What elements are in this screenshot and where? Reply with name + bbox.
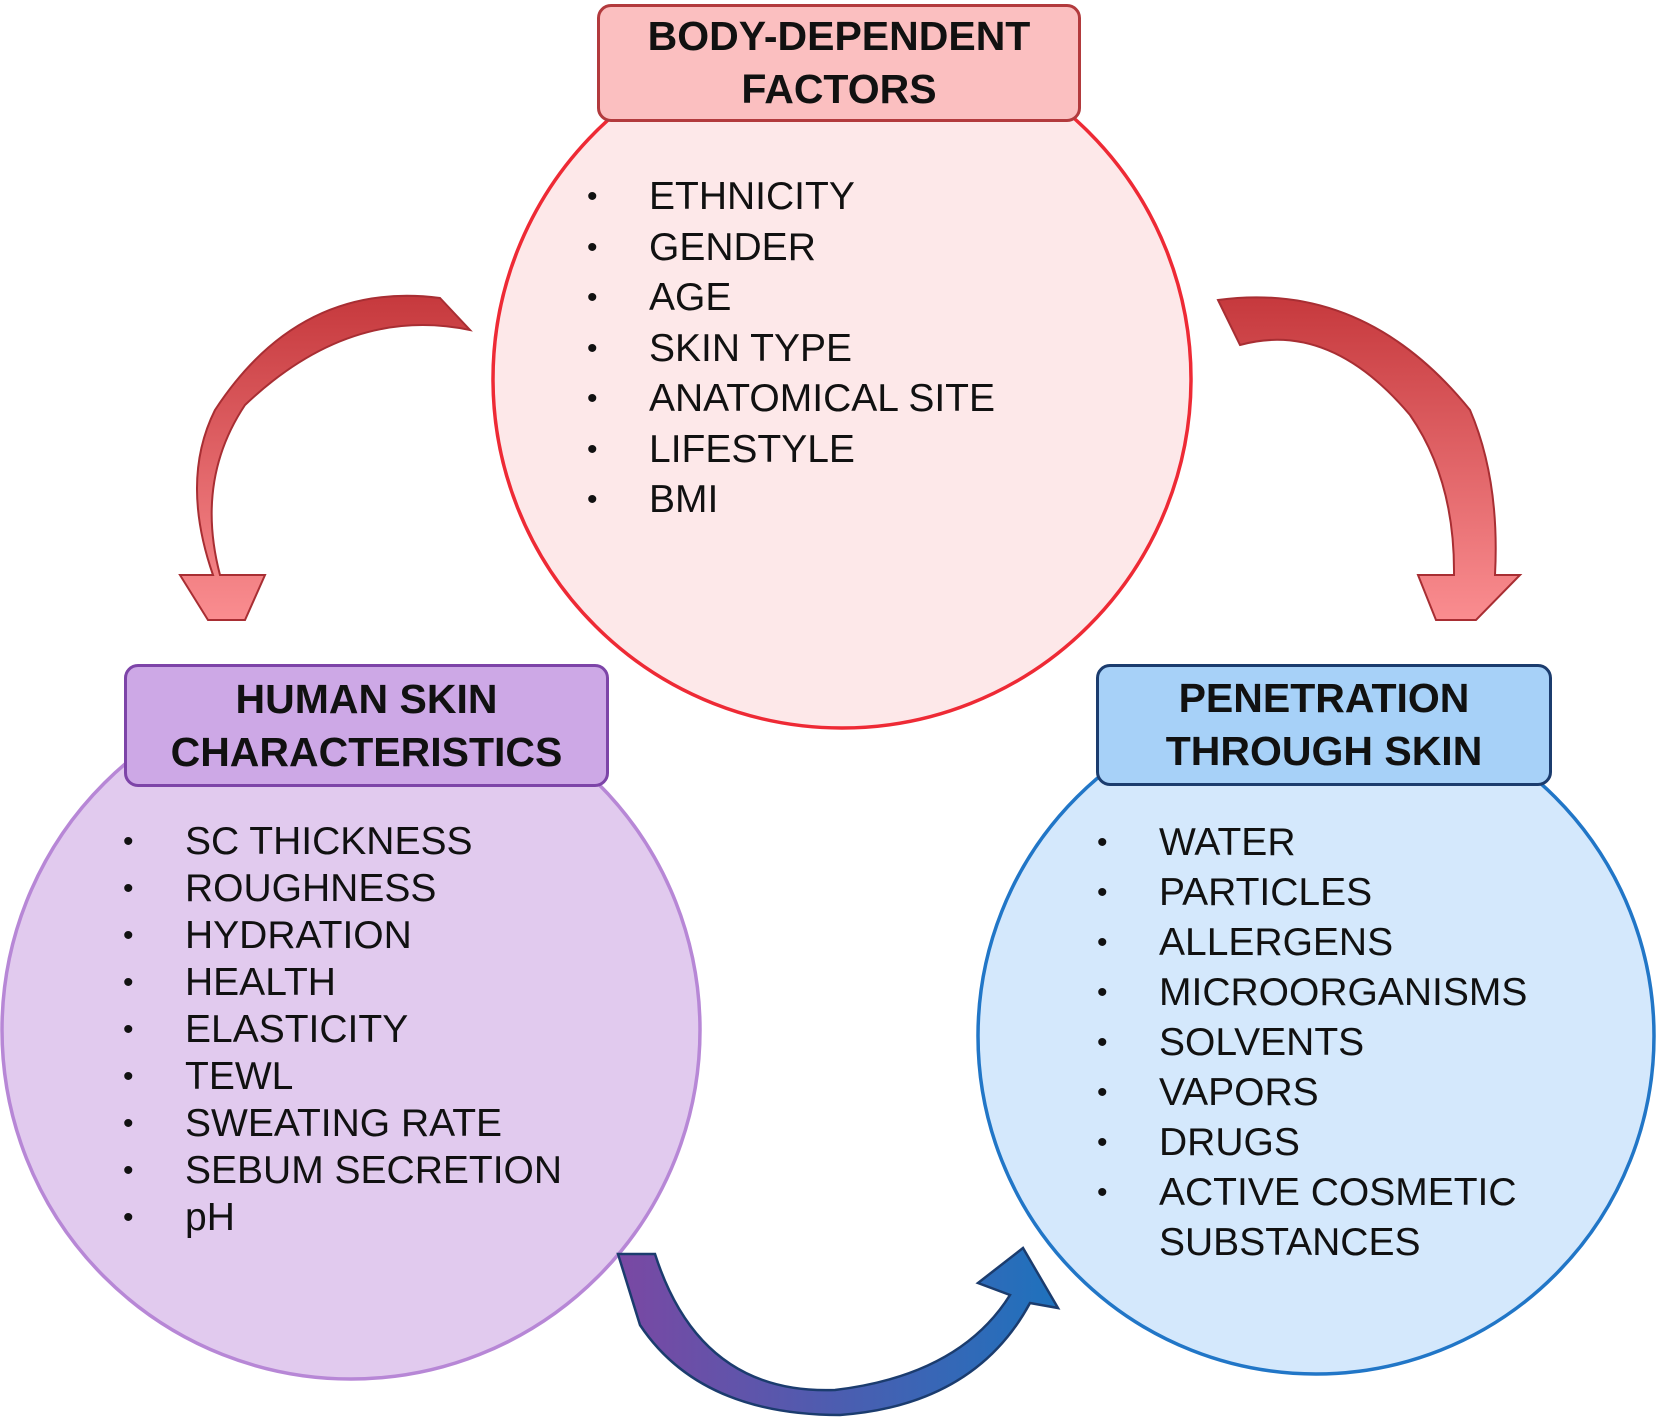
body-factors-title: BODY-DEPENDENT FACTORS	[597, 4, 1081, 122]
body-factors-list: ETHNICITY GENDER AGE SKIN TYPE ANATOMICA…	[587, 172, 995, 526]
list-item: PARTICLES	[1097, 868, 1539, 918]
skin-characteristics-list: SC THICKNESS ROUGHNESS HYDRATION HEALTH …	[123, 818, 562, 1241]
list-item: ANATOMICAL SITE	[587, 374, 995, 425]
title-line: PENETRATION	[1178, 675, 1470, 721]
skin-characteristics-title: HUMAN SKIN CHARACTERISTICS	[124, 664, 609, 787]
list-item: BMI	[587, 475, 995, 526]
list-item: SC THICKNESS	[123, 818, 562, 865]
list-item: MICROORGANISMS	[1097, 968, 1539, 1018]
list-item: WATER	[1097, 818, 1539, 868]
list-item: SEBUM SECRETION	[123, 1147, 562, 1194]
title-line: CHARACTERISTICS	[170, 728, 563, 775]
list-item: HEALTH	[123, 959, 562, 1006]
list-item: ACTIVE COSMETIC SUBSTANCES	[1097, 1168, 1539, 1268]
list-item: ETHNICITY	[587, 172, 995, 223]
list-item: pH	[123, 1194, 562, 1241]
title-line: HUMAN SKIN	[235, 675, 498, 722]
list-item: LIFESTYLE	[587, 425, 995, 476]
list-item: ALLERGENS	[1097, 918, 1539, 968]
list-item: AGE	[587, 273, 995, 324]
list-item: GENDER	[587, 223, 995, 274]
list-item: VAPORS	[1097, 1068, 1539, 1118]
list-item: TEWL	[123, 1053, 562, 1100]
curved-arrow-icon	[616, 1246, 1061, 1417]
title-line: BODY-DEPENDENT	[647, 13, 1031, 59]
penetration-list: WATER PARTICLES ALLERGENS MICROORGANISMS…	[1097, 818, 1539, 1268]
list-item: HYDRATION	[123, 912, 562, 959]
title-line: THROUGH SKIN	[1165, 728, 1483, 774]
list-item: SWEATING RATE	[123, 1100, 562, 1147]
curved-arrow-icon	[1216, 296, 1523, 621]
list-item: SOLVENTS	[1097, 1018, 1539, 1068]
list-item: DRUGS	[1097, 1118, 1539, 1168]
list-item: ROUGHNESS	[123, 865, 562, 912]
title-line: FACTORS	[741, 66, 937, 112]
penetration-title: PENETRATION THROUGH SKIN	[1096, 664, 1552, 786]
list-item: ELASTICITY	[123, 1006, 562, 1053]
list-item: SKIN TYPE	[587, 324, 995, 375]
curved-arrow-icon	[178, 294, 473, 621]
